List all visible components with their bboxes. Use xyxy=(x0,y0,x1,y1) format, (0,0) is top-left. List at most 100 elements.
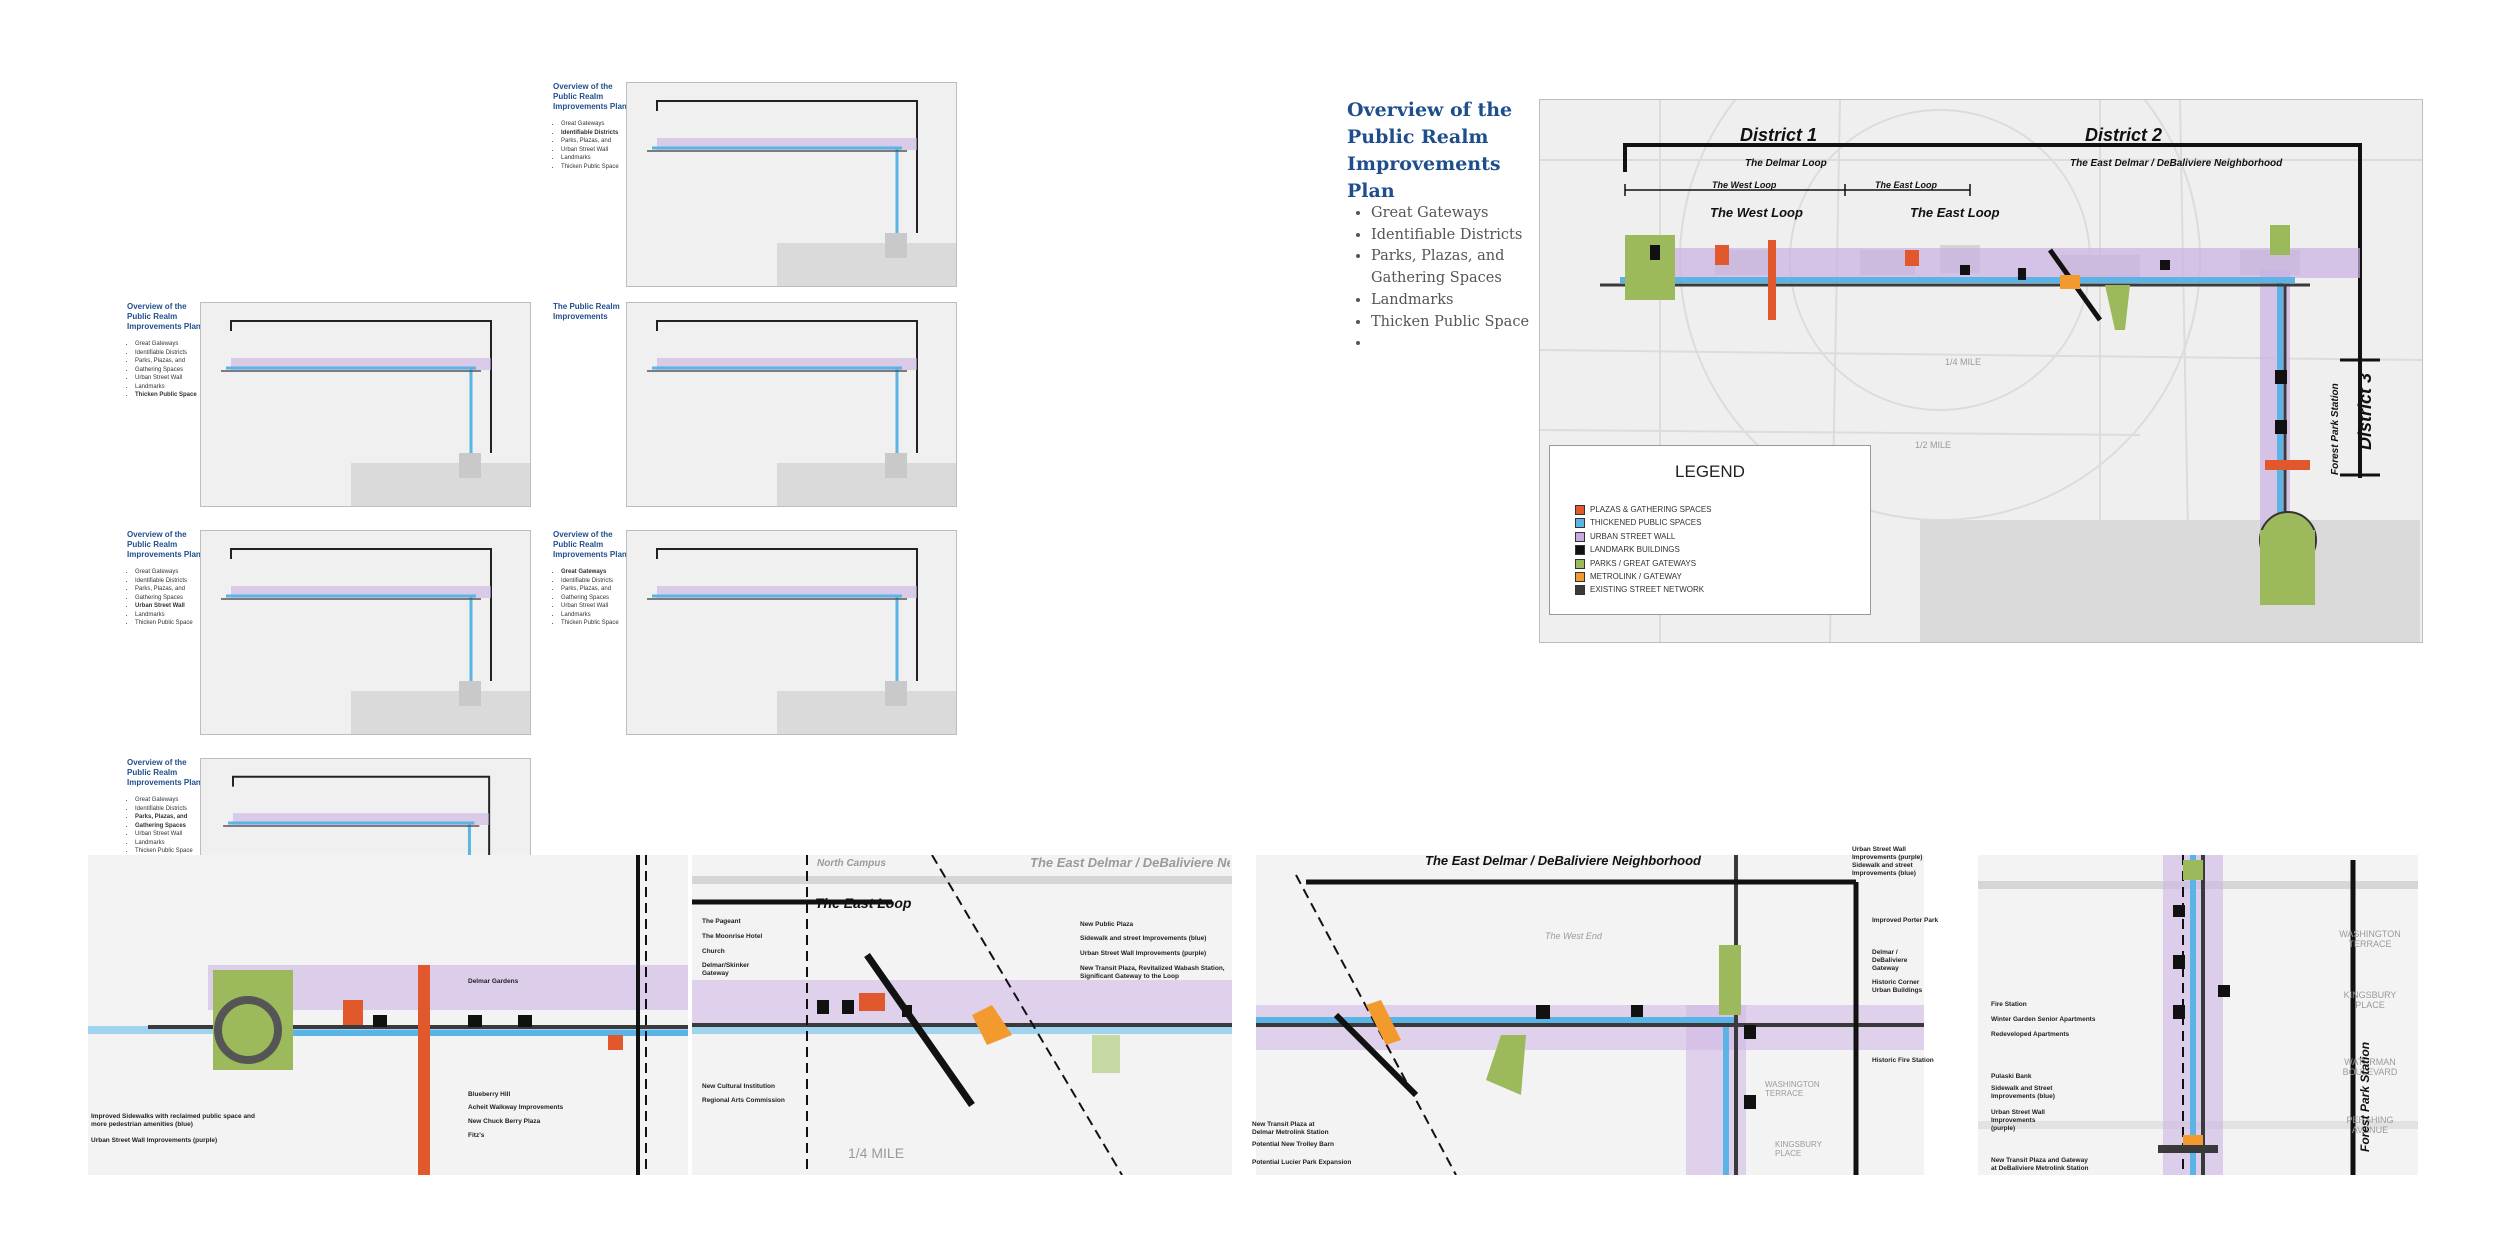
legend-label: THICKENED PUBLIC SPACES xyxy=(1590,518,1702,528)
hero-title: Overview of the Public Realm Improvement… xyxy=(1347,99,1513,202)
street-label: The West End xyxy=(1545,931,1602,941)
callout: Potential Lucier Park Expansion xyxy=(1252,1159,1352,1166)
thumb-bullet: Identifiable Districts xyxy=(561,129,635,138)
callout: New Transit Plaza and Gateway at DeBaliv… xyxy=(1991,1157,2089,1172)
thumb-bullet: Identifiable Districts xyxy=(135,577,209,586)
thumb-bullet: Great Gateways xyxy=(135,568,209,577)
west-loop-label: The West Loop xyxy=(1710,205,1803,220)
bullet-item: Identifiable Districts xyxy=(1371,225,1556,247)
thumb-map-drawing xyxy=(627,303,956,506)
legend-swatch xyxy=(1575,559,1585,569)
thumb-map-drawing xyxy=(201,531,530,734)
callout: Pulaski Bank xyxy=(1991,1073,2032,1080)
legend-item: LANDMARK BUILDINGS xyxy=(1575,545,1680,555)
thumb-bullet-list: Great Gateways Identifiable Districts Pa… xyxy=(127,340,209,400)
thumb-map xyxy=(200,530,531,735)
thumb-bullet: Thicken Public Space xyxy=(561,163,635,172)
thumb-bullet: Identifiable Districts xyxy=(561,577,635,586)
callout: Urban Street Wall Improvements (purple) xyxy=(1852,846,1923,861)
thumb-bullet: Landmarks xyxy=(135,611,209,620)
callout: Delmar/Skinker Gateway xyxy=(702,962,750,977)
detail-panel-district3 xyxy=(1978,855,2418,1175)
east-delmar-panel-title: The East Delmar / DeBaliviere Neighborho… xyxy=(1425,853,1701,868)
district1-label: District 1 xyxy=(1740,125,1818,145)
callout: Regional Arts Commission xyxy=(702,1097,785,1104)
callout: Delmar Gardens xyxy=(468,978,519,985)
callout: Improved Porter Park xyxy=(1872,917,1939,924)
thumb-bullet: Urban Street Wall xyxy=(135,830,209,839)
thumb-bullet: Identifiable Districts xyxy=(135,349,209,358)
east-delmar-detail-label: The East Delmar / DeBaliviere Neighborho… xyxy=(1030,855,1230,870)
thumb-map-drawing xyxy=(627,531,956,734)
legend-swatch xyxy=(1575,572,1585,582)
legend-label: EXISTING STREET NETWORK xyxy=(1590,585,1705,595)
callout: Urban Street Wall Improvements (purple) xyxy=(1080,950,1207,957)
detail-panel-drawing xyxy=(1978,855,2418,1175)
thumb-map-drawing xyxy=(201,303,530,506)
thumb-bullet: Great Gateways xyxy=(135,340,209,349)
legend-item: EXISTING STREET NETWORK xyxy=(1575,585,1704,595)
callout: Potential New Trolley Barn xyxy=(1252,1141,1334,1148)
bullet-item xyxy=(1371,333,1556,355)
thumb-map xyxy=(626,82,957,287)
legend-swatch xyxy=(1575,585,1585,595)
callout: New Chuck Berry Plaza xyxy=(468,1118,541,1125)
thumb-bullet: Landmarks xyxy=(135,839,209,848)
thumb-bullet: Parks, Plazas, and xyxy=(561,585,635,594)
delmar-loop-label: The Delmar Loop xyxy=(1745,158,1827,169)
callout: New Transit Plaza, Revitalized Wabash St… xyxy=(1080,965,1225,980)
callout: The Pageant xyxy=(702,918,741,925)
detail-panel-drawing xyxy=(88,855,688,1175)
thumb-bullet: Great Gateways xyxy=(561,568,635,577)
thumb-title: Overview of the Public Realm Improvement… xyxy=(127,302,201,331)
east-loop-top-label: The East Loop xyxy=(1875,180,1938,190)
east-loop-detail-label: The East Loop xyxy=(815,895,912,911)
callout: Fire Station xyxy=(1991,1001,2027,1008)
thumb-bullet: Gathering Spaces xyxy=(561,594,635,603)
callout: New Cultural Institution xyxy=(702,1083,775,1090)
callout: Fitz's xyxy=(468,1132,485,1139)
forest-park-station-label: Forest Park Station xyxy=(2330,383,2341,475)
thumb-title: Overview of the Public Realm Improvement… xyxy=(553,82,627,111)
callout: Church xyxy=(702,948,725,955)
detail-panel-drawing xyxy=(692,855,1232,1175)
thumb-bullet: Landmarks xyxy=(561,154,635,163)
callout: Urban Street Wall Improvements (purple) xyxy=(1991,1109,2045,1132)
thumb-bullet: Landmarks xyxy=(135,383,209,392)
callout: Blueberry Hill xyxy=(468,1091,511,1098)
district3-label: District 3 xyxy=(2355,372,2375,450)
legend-item: THICKENED PUBLIC SPACES xyxy=(1575,518,1701,528)
legend-label: LANDMARK BUILDINGS xyxy=(1590,545,1680,555)
legend-swatch xyxy=(1575,518,1585,528)
bullet-item: Great Gateways xyxy=(1371,203,1556,225)
legend-label: PARKS / GREAT GATEWAYS xyxy=(1590,559,1697,569)
street-label: PERSHING AVENUE xyxy=(2346,1115,2394,1135)
district2-label: District 2 xyxy=(2085,125,2163,145)
thumb-bullet-list: Great Gateways Identifiable Districts Pa… xyxy=(127,796,209,856)
callout: New Transit Plaza at Delmar Metrolink St… xyxy=(1252,1121,1329,1136)
thumb-title: Overview of the Public Realm Improvement… xyxy=(553,530,627,559)
callout: Sidewalk and street Improvements (blue) xyxy=(1080,935,1207,942)
thumb-map xyxy=(626,530,957,735)
half-mile-label: 1/2 MILE xyxy=(1915,440,1952,450)
callout: New Public Plaza xyxy=(1080,921,1134,928)
callout: Acheit Walkway Improvements xyxy=(468,1104,564,1111)
bullet-item: Landmarks xyxy=(1371,290,1556,312)
callout: Sidewalk and Street Improvements (blue) xyxy=(1991,1085,2055,1100)
callout: Urban Street Wall Improvements (purple) xyxy=(91,1137,218,1144)
thumb-title: The Public Realm Improvements xyxy=(553,302,620,321)
thumb-bullet: Identifiable Districts xyxy=(135,805,209,814)
thumb-bullet: Landmarks xyxy=(561,611,635,620)
north-campus-label: North Campus xyxy=(817,858,886,869)
legend: LEGEND PLAZAS & GATHERING SPACES THICKEN… xyxy=(1549,445,1871,615)
street-label: KINGSBURY PLACE xyxy=(2343,990,2397,1010)
legend-swatch xyxy=(1575,532,1585,542)
bullet-item: Parks, Plazas, and Gathering Spaces xyxy=(1371,246,1556,289)
legend-label: URBAN STREET WALL xyxy=(1590,532,1676,542)
thumb-map xyxy=(626,302,957,507)
legend-swatch xyxy=(1575,505,1585,515)
legend-item: URBAN STREET WALL xyxy=(1575,532,1675,542)
legend-label: PLAZAS & GATHERING SPACES xyxy=(1590,505,1712,515)
street-label: WASHINGTON TERRACE xyxy=(2339,929,2401,949)
thumb-title: Overview of the Public Realm Improvement… xyxy=(127,758,201,787)
